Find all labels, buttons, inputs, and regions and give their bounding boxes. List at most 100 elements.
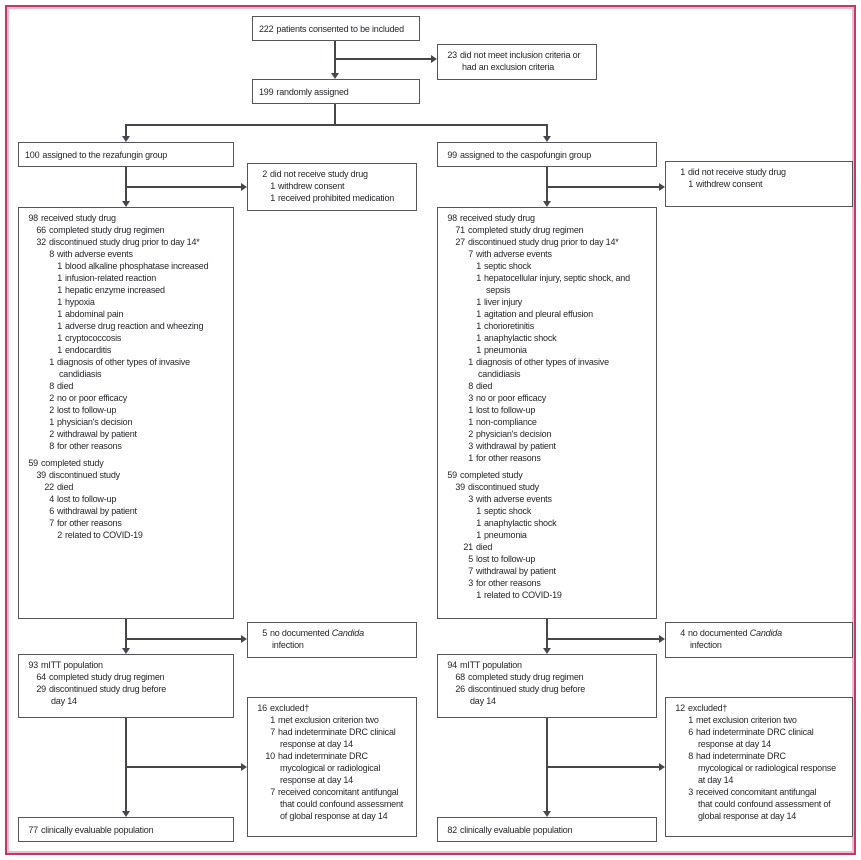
flow-line: at day 14 <box>698 775 734 785</box>
arrowhead-icon <box>331 73 339 79</box>
arrowhead-icon <box>241 183 247 191</box>
connector-line <box>125 126 127 136</box>
flow-line: global response at day 14 <box>698 811 797 821</box>
flow-line: response at day 14 <box>280 739 353 749</box>
arrowhead-icon <box>543 648 551 654</box>
arrowhead-icon <box>241 635 247 643</box>
connector-line <box>334 104 336 124</box>
connector-line <box>546 126 548 136</box>
flow-line: of global response at day 14 <box>280 811 388 821</box>
arrowhead-icon <box>543 136 551 142</box>
arrowhead-icon <box>431 55 437 63</box>
connector-line <box>334 41 336 73</box>
flow-line: candidiasis <box>59 369 102 379</box>
connector-line <box>546 619 548 648</box>
flow-line: that could confound assessment of <box>698 799 831 809</box>
arrowhead-icon <box>122 136 130 142</box>
connector-line <box>125 718 127 811</box>
flow-line: sepsis <box>486 285 511 295</box>
arrowhead-icon <box>122 201 130 207</box>
connector-line <box>546 766 659 768</box>
connector-line <box>125 638 241 640</box>
flow-line: response at day 14 <box>698 739 771 749</box>
connector-line <box>125 619 127 648</box>
arrowhead-icon <box>543 811 551 817</box>
arrowhead-icon <box>659 635 665 643</box>
flow-line: mycological or radiological response <box>698 763 836 773</box>
arrowhead-icon <box>659 183 665 191</box>
flow-line: day 14 <box>470 696 496 706</box>
flow-line: infection <box>272 640 304 650</box>
connector-line <box>125 124 548 126</box>
arrowhead-icon <box>122 811 130 817</box>
arrowhead-icon <box>543 201 551 207</box>
connector-line <box>125 186 241 188</box>
arrowhead-icon <box>122 648 130 654</box>
flow-line: infection <box>690 640 722 650</box>
